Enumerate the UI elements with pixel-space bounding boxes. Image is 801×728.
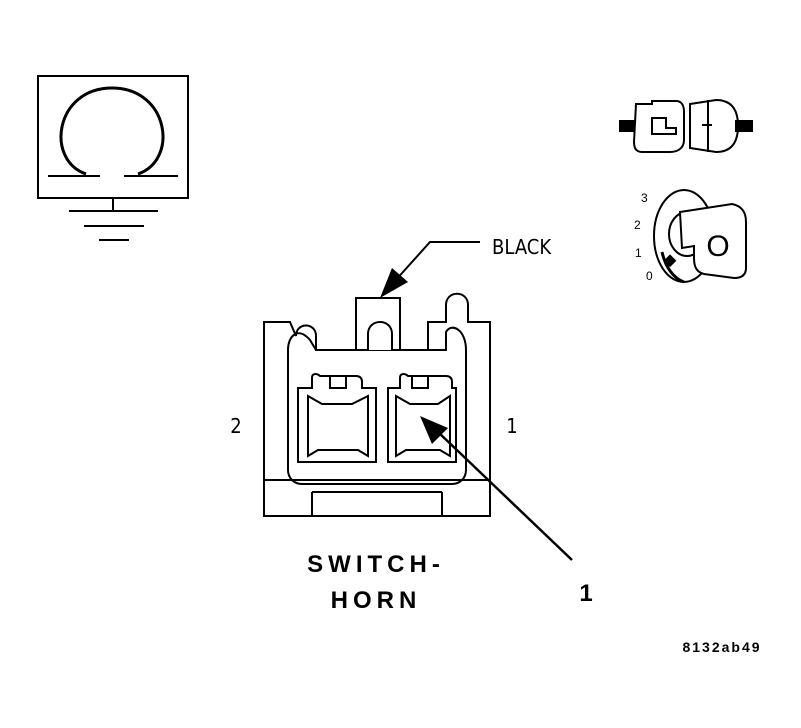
terminal-cavity-2	[297, 373, 377, 463]
ohmmeter-ground-icon	[37, 75, 189, 241]
ignition-position-2: 2	[634, 218, 641, 232]
ignition-key-off-icon: 3 2 1 0 O	[634, 189, 747, 284]
component-title-line1: SWITCH-	[307, 551, 445, 578]
ignition-position-3: 3	[641, 191, 648, 205]
ignition-position-1: 1	[635, 246, 642, 260]
connector-color-label: BLACK	[492, 235, 552, 259]
callout-1-leader	[420, 416, 573, 561]
terminal-cavity-1	[387, 373, 457, 463]
figure-id: 8132ab49	[682, 639, 761, 655]
horn-switch-connector	[263, 292, 491, 517]
ignition-key-symbol: O	[706, 230, 729, 263]
component-title-line2: HORN	[331, 587, 422, 614]
pin-1-label: 1	[506, 414, 517, 438]
black-callout-leader	[380, 241, 480, 298]
callout-1-label: 1	[579, 580, 592, 607]
pin-2-label: 2	[230, 414, 241, 438]
disconnected-connector-icon	[619, 98, 753, 154]
ignition-position-0: 0	[646, 269, 653, 283]
